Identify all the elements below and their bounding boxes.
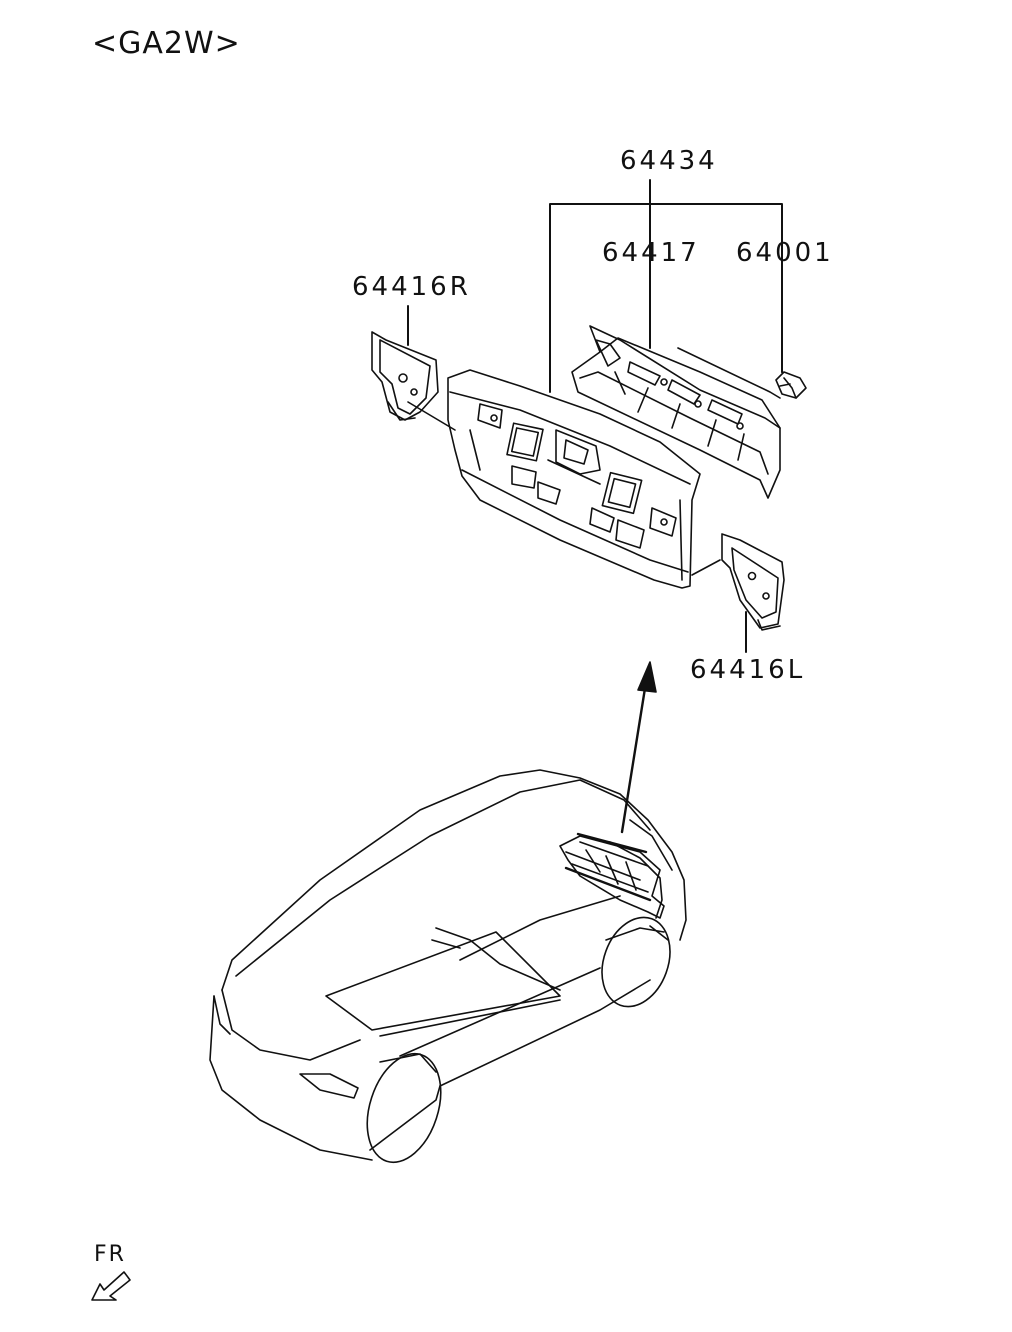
part-label-assembly: 64434 <box>620 146 718 176</box>
leader-lines <box>407 179 783 653</box>
bracket-right-part <box>371 331 439 421</box>
part-label-bracket-left: 64416L <box>690 655 806 685</box>
leader-bracket-right-link <box>407 401 456 431</box>
clip-part <box>775 371 807 399</box>
bracket-left-part <box>721 533 785 631</box>
part-label-bracket-right: 64416R <box>352 272 471 302</box>
part-label-clip: 64001 <box>736 238 834 268</box>
main-rear-panel-part <box>447 369 701 589</box>
leader-bracket-left-link <box>691 559 721 576</box>
vehicle-panel-highlight <box>559 832 665 919</box>
front-direction-label: FR <box>94 1242 126 1267</box>
vehicle-outline <box>209 769 687 1164</box>
location-arrow <box>620 661 657 834</box>
front-arrow-icon <box>91 1271 131 1301</box>
model-code-title: <GA2W> <box>92 26 241 61</box>
upper-shelf-panel-part <box>571 325 781 499</box>
